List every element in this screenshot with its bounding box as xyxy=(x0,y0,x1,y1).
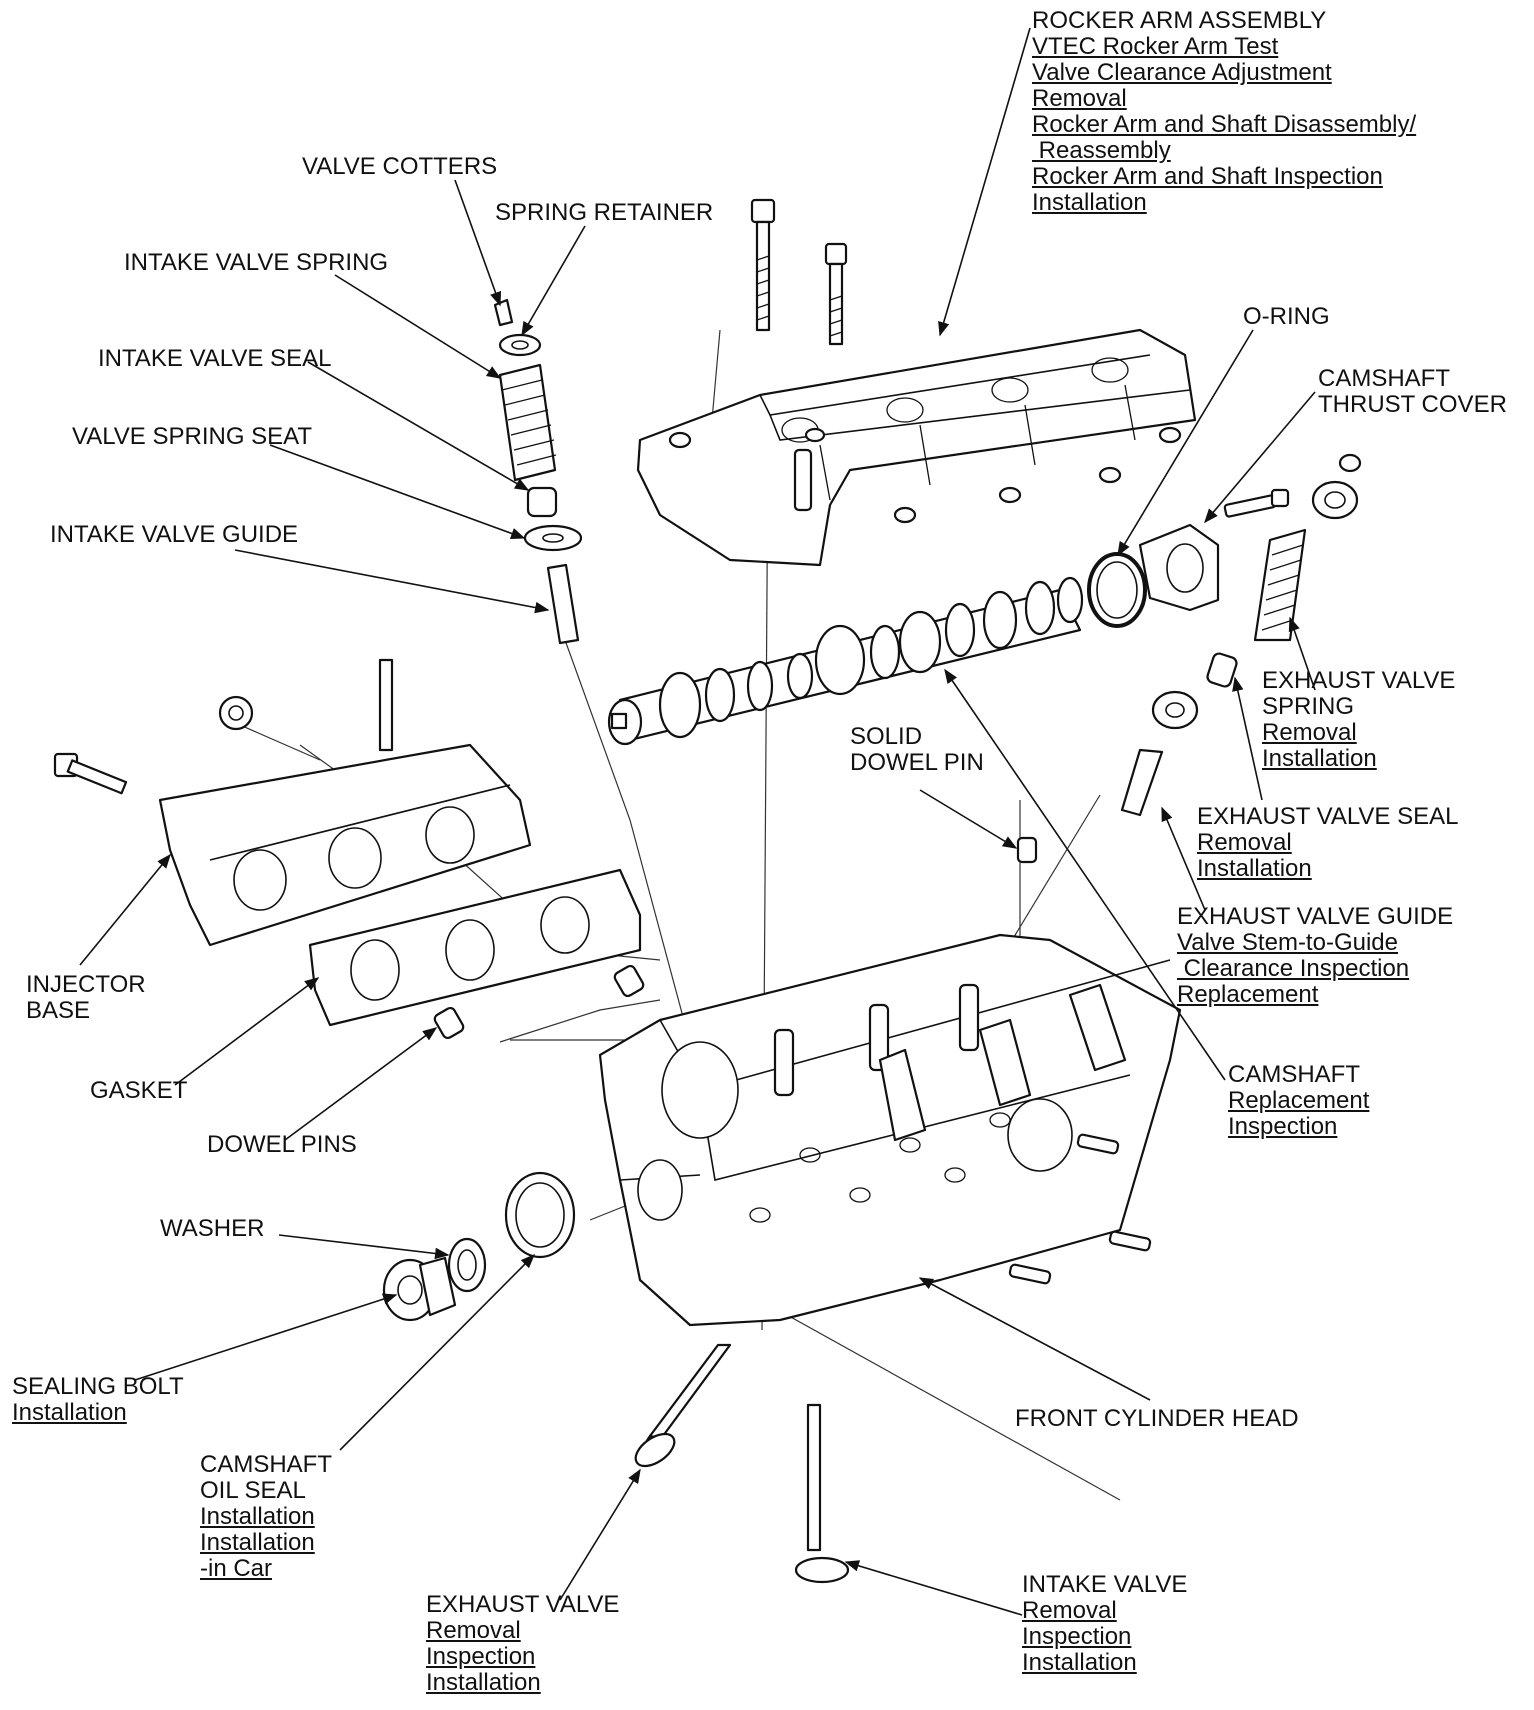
rocker-bolts xyxy=(750,198,848,346)
label-title: DOWEL PINS xyxy=(207,1131,357,1158)
link-exhaust-valve-removal[interactable]: Removal xyxy=(426,1617,521,1644)
label-dowel-pins: DOWEL PINS xyxy=(207,1132,357,1158)
link-intake-valve-removal[interactable]: Removal xyxy=(1022,1597,1117,1624)
label-intake-valve-spring: INTAKE VALVE SPRING xyxy=(124,250,388,276)
link-camshaft-replacement[interactable]: Replacement xyxy=(1228,1087,1370,1114)
link-exhaust-valve-seal-removal[interactable]: Removal xyxy=(1197,829,1292,856)
label-camshaft: CAMSHAFT Replacement Inspection xyxy=(1228,1062,1369,1140)
label-camshaft-thrust-cover: CAMSHAFT THRUST COVER xyxy=(1318,366,1507,418)
link-rocker-disassembly[interactable]: Rocker Arm and Shaft Disassembly/ xyxy=(1032,111,1417,138)
front-cylinder-head-part xyxy=(598,933,1182,1327)
washer-part xyxy=(447,1237,487,1293)
label-title: INTAKE VALVE xyxy=(1022,1571,1188,1598)
label-exhaust-valve: EXHAUST VALVE Removal Inspection Install… xyxy=(426,1592,619,1696)
label-rocker-arm-assembly: ROCKER ARM ASSEMBLY VTEC Rocker Arm Test… xyxy=(1032,8,1416,216)
sealing-bolt-part xyxy=(382,1256,457,1322)
exhaust-valve-part xyxy=(634,1343,732,1468)
intake-valve-part xyxy=(794,1403,850,1584)
label-title: INTAKE VALVE SEAL xyxy=(98,345,332,372)
exhaust-valve-seal-part xyxy=(1151,652,1238,730)
link-exhaust-valve-inspection[interactable]: Inspection xyxy=(426,1643,536,1670)
label-title-line-2: OIL SEAL xyxy=(200,1477,306,1504)
link-intake-valve-installation[interactable]: Installation xyxy=(1022,1649,1137,1676)
injector-base-part xyxy=(53,658,532,947)
label-title-line-1: SOLID xyxy=(850,723,923,750)
label-front-cylinder-head: FRONT CYLINDER HEAD xyxy=(1015,1406,1299,1432)
label-intake-valve: INTAKE VALVE Removal Inspection Installa… xyxy=(1022,1572,1187,1676)
camshaft-thrust-cover-part xyxy=(1138,488,1290,612)
link-exhaust-valve-seal-installation[interactable]: Installation xyxy=(1197,855,1312,882)
label-valve-spring-seat: VALVE SPRING SEAT xyxy=(72,424,312,450)
label-sealing-bolt: SEALING BOLT Installation xyxy=(12,1374,184,1426)
link-camshaft-inspection[interactable]: Inspection xyxy=(1228,1113,1338,1140)
link-exhaust-valve-installation[interactable]: Installation xyxy=(426,1669,541,1696)
rocker-arm-assembly-part xyxy=(636,328,1197,567)
link-valve-clearance-adjustment[interactable]: Valve Clearance Adjustment xyxy=(1032,59,1332,86)
label-spring-retainer: SPRING RETAINER xyxy=(495,200,713,226)
label-exhaust-valve-guide: EXHAUST VALVE GUIDE Valve Stem-to-Guide … xyxy=(1177,904,1453,1008)
dowel-pins-part xyxy=(433,836,1038,1040)
link-clearance-inspection[interactable]: Clearance Inspection xyxy=(1177,955,1410,982)
label-title: CAMSHAFT xyxy=(1228,1061,1360,1088)
link-rocker-removal[interactable]: Removal xyxy=(1032,85,1127,112)
label-title-line-2: DOWEL PIN xyxy=(850,749,984,776)
label-title-line-2: BASE xyxy=(26,997,91,1024)
label-title-line-1: CAMSHAFT xyxy=(1318,365,1450,392)
label-title: O-RING xyxy=(1243,303,1330,330)
o-ring-part xyxy=(1087,552,1147,628)
label-title-line-2: THRUST COVER xyxy=(1318,391,1507,418)
label-title: VALVE COTTERS xyxy=(302,153,498,180)
link-exhaust-valve-spring-removal[interactable]: Removal xyxy=(1262,719,1357,746)
label-title: EXHAUST VALVE GUIDE xyxy=(1177,903,1454,930)
label-title: WASHER xyxy=(160,1215,265,1242)
label-o-ring: O-RING xyxy=(1243,304,1330,330)
label-title: ROCKER ARM ASSEMBLY xyxy=(1032,7,1327,34)
link-intake-valve-inspection[interactable]: Inspection xyxy=(1022,1623,1132,1650)
label-intake-valve-guide: INTAKE VALVE GUIDE xyxy=(50,522,298,548)
label-title: GASKET xyxy=(90,1077,188,1104)
label-title: EXHAUST VALVE xyxy=(426,1591,620,1618)
leader-lines xyxy=(79,27,1316,1616)
exhaust-valve-guide-part xyxy=(1120,748,1164,817)
label-title: SPRING RETAINER xyxy=(495,199,714,226)
label-title: FRONT CYLINDER HEAD xyxy=(1015,1405,1299,1432)
link-exhaust-valve-guide-replacement[interactable]: Replacement xyxy=(1177,981,1319,1008)
link-exhaust-valve-spring-installation[interactable]: Installation xyxy=(1262,745,1377,772)
gasket-part xyxy=(308,868,642,1027)
label-title-line-1: EXHAUST VALVE xyxy=(1262,667,1456,694)
link-sealing-bolt-installation[interactable]: Installation xyxy=(12,1399,127,1426)
label-title-line-2: SPRING xyxy=(1262,693,1355,720)
label-intake-valve-seal: INTAKE VALVE SEAL xyxy=(98,346,331,372)
label-title: EXHAUST VALVE SEAL xyxy=(1197,803,1459,830)
label-injector-base: INJECTOR BASE xyxy=(26,972,146,1024)
intake-valve-stack xyxy=(493,298,583,645)
link-vtec-rocker-arm-test[interactable]: VTEC Rocker Arm Test xyxy=(1032,33,1279,60)
label-camshaft-oil-seal: CAMSHAFT OIL SEAL Installation Installat… xyxy=(200,1452,332,1582)
label-gasket: GASKET xyxy=(90,1078,187,1104)
label-exhaust-valve-spring: EXHAUST VALVE SPRING Removal Installatio… xyxy=(1262,668,1455,772)
link-oil-seal-installation[interactable]: Installation xyxy=(200,1503,315,1530)
label-title-line-1: CAMSHAFT xyxy=(200,1451,332,1478)
camshaft-oil-seal-part xyxy=(504,1171,576,1259)
link-valve-stem-to-guide[interactable]: Valve Stem-to-Guide xyxy=(1177,929,1398,956)
label-title: INTAKE VALVE GUIDE xyxy=(50,521,299,548)
label-exhaust-valve-seal: EXHAUST VALVE SEAL Removal Installation xyxy=(1197,804,1458,882)
label-title: INTAKE VALVE SPRING xyxy=(124,249,389,276)
link-rocker-reassembly[interactable]: Reassembly xyxy=(1032,137,1171,164)
link-rocker-inspection[interactable]: Rocker Arm and Shaft Inspection xyxy=(1032,163,1383,190)
label-solid-dowel-pin: SOLID DOWEL PIN xyxy=(850,724,984,776)
link-rocker-installation[interactable]: Installation xyxy=(1032,189,1147,216)
label-title: SEALING BOLT xyxy=(12,1373,184,1400)
label-valve-cotters: VALVE COTTERS xyxy=(302,154,497,180)
label-title-line-1: INJECTOR xyxy=(26,971,146,998)
label-title: VALVE SPRING SEAT xyxy=(72,423,313,450)
link-oil-seal-in-car[interactable]: -in Car xyxy=(200,1555,273,1582)
camshaft-part xyxy=(607,576,1084,746)
exhaust-valve-spring-part xyxy=(1253,453,1362,642)
link-oil-seal-installation-in-car[interactable]: Installation xyxy=(200,1529,315,1556)
label-washer: WASHER xyxy=(160,1216,264,1242)
